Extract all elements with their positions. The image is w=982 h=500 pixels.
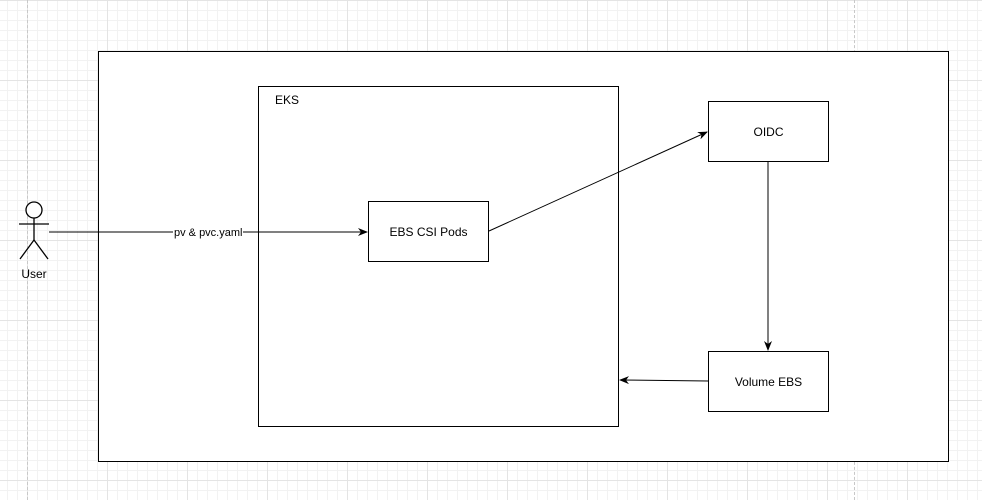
ebs-csi-pods-label: EBS CSI Pods	[389, 224, 468, 239]
edge-label-pv-pvc: pv & pvc.yaml	[173, 227, 244, 240]
eks-label: EKS	[275, 93, 300, 107]
oidc-node[interactable]: OIDC	[708, 101, 829, 162]
user-actor-icon[interactable]	[19, 201, 49, 260]
user-label: User	[21, 267, 47, 281]
edge-volume-ebs-to-eks[interactable]	[619, 376, 709, 385]
volume-ebs-label: Volume EBS	[734, 374, 803, 389]
ebs-csi-pods-node[interactable]: EBS CSI Pods	[368, 201, 489, 262]
volume-ebs-node[interactable]: Volume EBS	[708, 351, 829, 412]
edge-ebs-csi-pods-to-oidc[interactable]	[488, 131, 708, 232]
oidc-label: OIDC	[753, 124, 784, 139]
page-guide-left	[27, 0, 28, 500]
